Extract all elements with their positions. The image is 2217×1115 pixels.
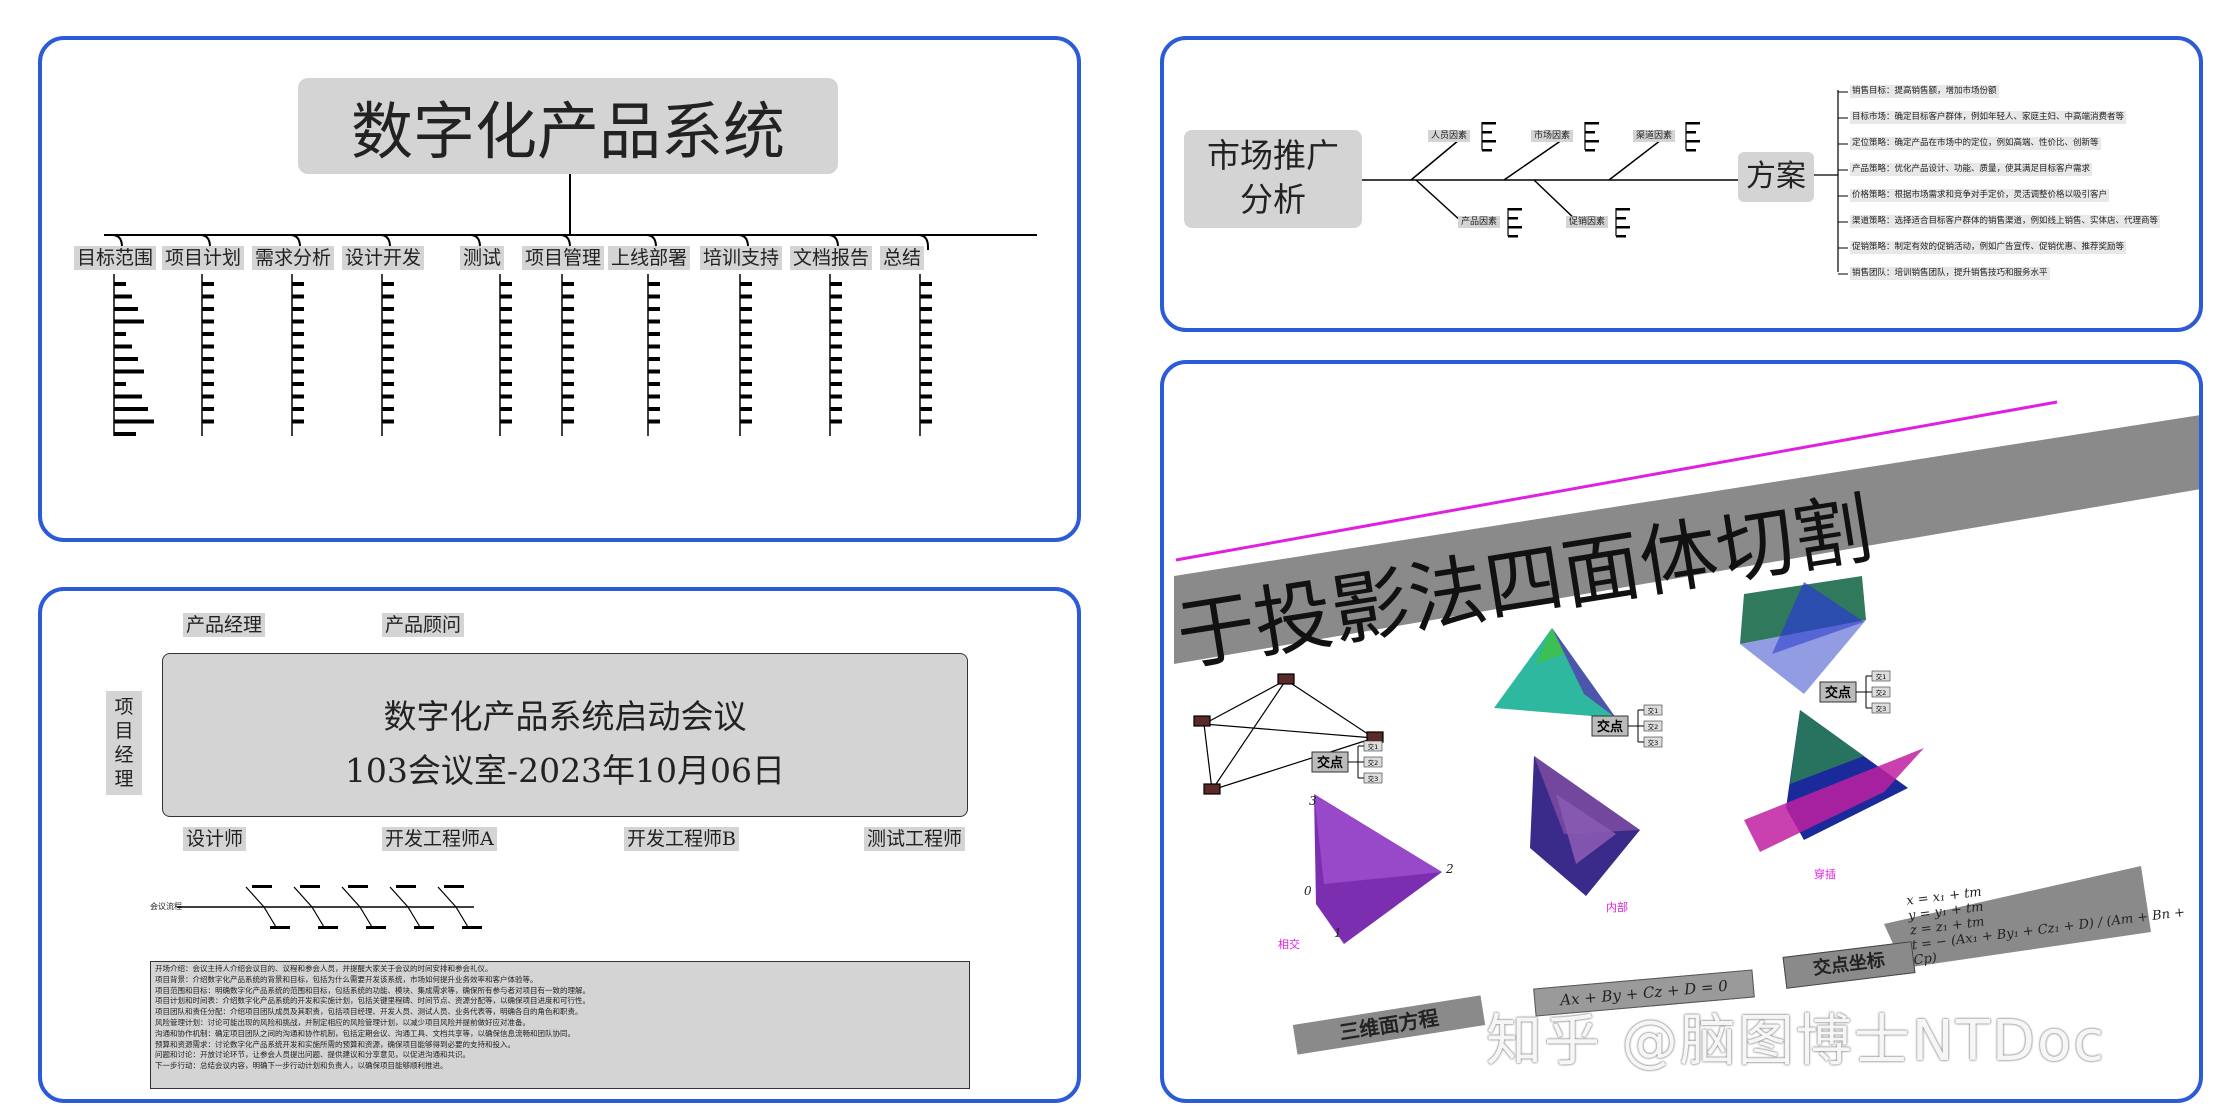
- caption-intersect: 相交: [1278, 938, 1300, 951]
- factor-market: 市场因素: [1531, 130, 1574, 142]
- vertex-0: 0: [1304, 884, 1312, 898]
- result-node: 方案: [1738, 152, 1814, 202]
- branch-5: 项目管理: [522, 246, 605, 270]
- intersection-sub-item: 交3: [1876, 704, 1887, 713]
- meeting-place: 103会议室-2023年10月06日: [344, 751, 786, 790]
- panel-tetrahedron-cutting: 于投影法四面体切割: [1160, 360, 2203, 1103]
- banner-strip: [1174, 415, 2199, 664]
- role-designer: 设计师: [183, 827, 247, 851]
- center-line-1: 市场推广: [1207, 136, 1339, 175]
- intersection-sub-item: 交1: [1648, 706, 1659, 715]
- factor-promotion: 促销因素: [1566, 216, 1609, 228]
- tetrahedron-inside: [1530, 756, 1640, 896]
- plan-item: 定位策略：确定产品在市场中的定位，例如高端、性价比、创新等: [1850, 137, 2101, 150]
- vertex-2: 2: [1446, 862, 1454, 876]
- plane-tetrahedron: [1740, 576, 1866, 694]
- note-line: 预算和资源需求：讨论数字化产品系统开发和实施所需的预算和资源，确保项目能够得到必…: [155, 1039, 515, 1049]
- vertex-3: 3: [1309, 794, 1317, 808]
- note-line: 沟通和协作机制：确定项目团队之间的沟通和协作机制，包括定期会议、沟通工具、文档共…: [155, 1028, 575, 1038]
- analysis-connectors: [1360, 90, 1848, 275]
- fishbone-diagram: [177, 885, 482, 929]
- plan-item: 价格策略：根据市场需求和竞争对手定价，灵活调整价格以吸引客户: [1850, 189, 2110, 202]
- plan-item: 促销策略：制定有效的促销活动，例如广告宣传、促销优惠、推荐奖励等: [1850, 241, 2127, 254]
- panel-product-system-tree: 数字化产品系统 目标范围项目计划需求分析设计开发 测试项目管理上线部署培训支持文档…: [38, 36, 1081, 542]
- geometry-scene: 于投影法四面体切割: [1171, 400, 2199, 968]
- plan-item: 销售团队：培训销售团队，提升销售技巧和服务水平: [1850, 267, 2050, 280]
- note-line: 下一步行动：总结会议内容，明确下一步行动计划和负责人，以确保项目能够顺利推进。: [155, 1061, 448, 1071]
- intersection-sub-item: 交3: [1368, 774, 1379, 783]
- note-line: 项目团队和责任分配：介绍项目团队成员及其职责，包括项目经理、开发人员、测试人员、…: [155, 1007, 583, 1017]
- plan-item: 目标市场：确定目标客户群体，例如年轻人、家庭主妇、中高端消费者等: [1850, 111, 2127, 124]
- role-dev-a: 开发工程师A: [382, 827, 497, 851]
- equation-slab: [1884, 866, 2151, 968]
- intersection-node: 交点: [1825, 685, 1851, 701]
- meeting-title: 数字化产品系统启动会议: [383, 697, 747, 736]
- note-line: 风险管理计划：讨论可能出现的风险和挑战，并制定相应的风险管理计划，以减少项目风险…: [155, 1017, 530, 1027]
- intersection-sub-item: 交1: [1368, 742, 1379, 751]
- notes-box: 开场介绍：会议主持人介绍会议目的、议程和参会人员，并提醒大家关于会议的时间安排和…: [150, 961, 970, 1089]
- wire-tetrahedron: [1193, 673, 1384, 795]
- role-dev-b: 开发工程师B: [624, 827, 739, 851]
- role-product-manager: 产品经理: [183, 613, 266, 637]
- flow-label: 会议流程: [150, 902, 182, 911]
- intersection-node: 交点: [1317, 755, 1343, 771]
- branch-6: 上线部署: [608, 246, 691, 270]
- center-node: 市场推广 分析: [1184, 130, 1362, 228]
- role-tester: 测试工程师: [864, 827, 966, 851]
- caption-pierce: 穿插: [1814, 868, 1836, 881]
- intersection-sub-item: 交3: [1648, 738, 1659, 747]
- branch-7: 培训支持: [700, 246, 783, 270]
- note-line: 项目计划和时间表：介绍数字化产品系统的开发和实施计划，包括关键里程碑、时间节点、…: [155, 996, 590, 1006]
- role-product-consultant: 产品顾问: [382, 613, 465, 637]
- watermark: 知乎 @脑图博士NTDoc: [1486, 1009, 2107, 1074]
- tetrahedron-pierce: [1744, 710, 1924, 852]
- intersection-sub-item: 交2: [1368, 758, 1379, 767]
- center-line-2: 分析: [1240, 180, 1306, 219]
- factor-product: 产品因素: [1458, 216, 1501, 228]
- tree-connectors: [104, 168, 1037, 436]
- note-line: 开场介绍：会议主持人介绍会议目的、议程和参会人员，并提醒大家关于会议的时间安排和…: [155, 964, 493, 973]
- branch-4: 测试: [460, 246, 505, 270]
- role-project-manager: 项目经理: [106, 691, 142, 795]
- note-line: 项目范围和目标：明确数字化产品系统的范围和目标，包括系统的功能、模块、集成需求等…: [155, 985, 590, 995]
- branch-0: 目标范围: [74, 246, 157, 270]
- meeting-box: 数字化产品系统启动会议 103会议室-2023年10月06日: [162, 653, 968, 817]
- branch-3: 设计开发: [342, 246, 425, 270]
- plan-item: 产品策略：优化产品设计、功能、质量，使其满足目标客户需求: [1850, 163, 2093, 176]
- note-line: 项目背景：介绍数字化产品系统的背景和目标，包括为什么需要开发该系统，市场如何提升…: [155, 974, 538, 984]
- plan-item: 销售目标：提高销售额，增加市场份额: [1850, 85, 1999, 98]
- vertex-1: 1: [1334, 926, 1342, 940]
- tetrahedron-teal: [1494, 628, 1616, 718]
- caption-inside: 内部: [1606, 901, 1628, 914]
- panel-kickoff-meeting: 产品经理 产品顾问 项目经理 数字化产品系统启动会议 103会议室-2023年1…: [38, 587, 1081, 1103]
- plan-item: 渠道策略：选择适合目标客户群体的销售渠道，例如线上销售、实体店、代理商等: [1850, 215, 2161, 228]
- branch-2: 需求分析: [252, 246, 335, 270]
- factor-people: 人员因素: [1428, 130, 1471, 142]
- branch-9: 总结: [880, 246, 925, 270]
- branch-1: 项目计划: [162, 246, 245, 270]
- tetrahedron-intersect: [1314, 794, 1442, 944]
- note-line: 问题和讨论：开放讨论环节，让参会人员提出问题、提供建议和分享意见，以促进沟通和共…: [155, 1050, 470, 1060]
- cutting-line: [1175, 400, 2058, 562]
- intersection-node: 交点: [1597, 719, 1623, 735]
- factor-channel: 渠道因素: [1633, 130, 1676, 142]
- intersection-sub-item: 交1: [1876, 672, 1887, 681]
- panel-marketing-analysis: 市场推广 分析 人员因素 市场因素 渠道因素 产品因素 促销因素 方案 销售目标…: [1160, 36, 2203, 332]
- intersection-sub-item: 交2: [1648, 722, 1659, 731]
- intersection-sub-item: 交2: [1876, 688, 1887, 697]
- root-title: 数字化产品系统: [298, 78, 838, 174]
- branch-8: 文档报告: [790, 246, 873, 270]
